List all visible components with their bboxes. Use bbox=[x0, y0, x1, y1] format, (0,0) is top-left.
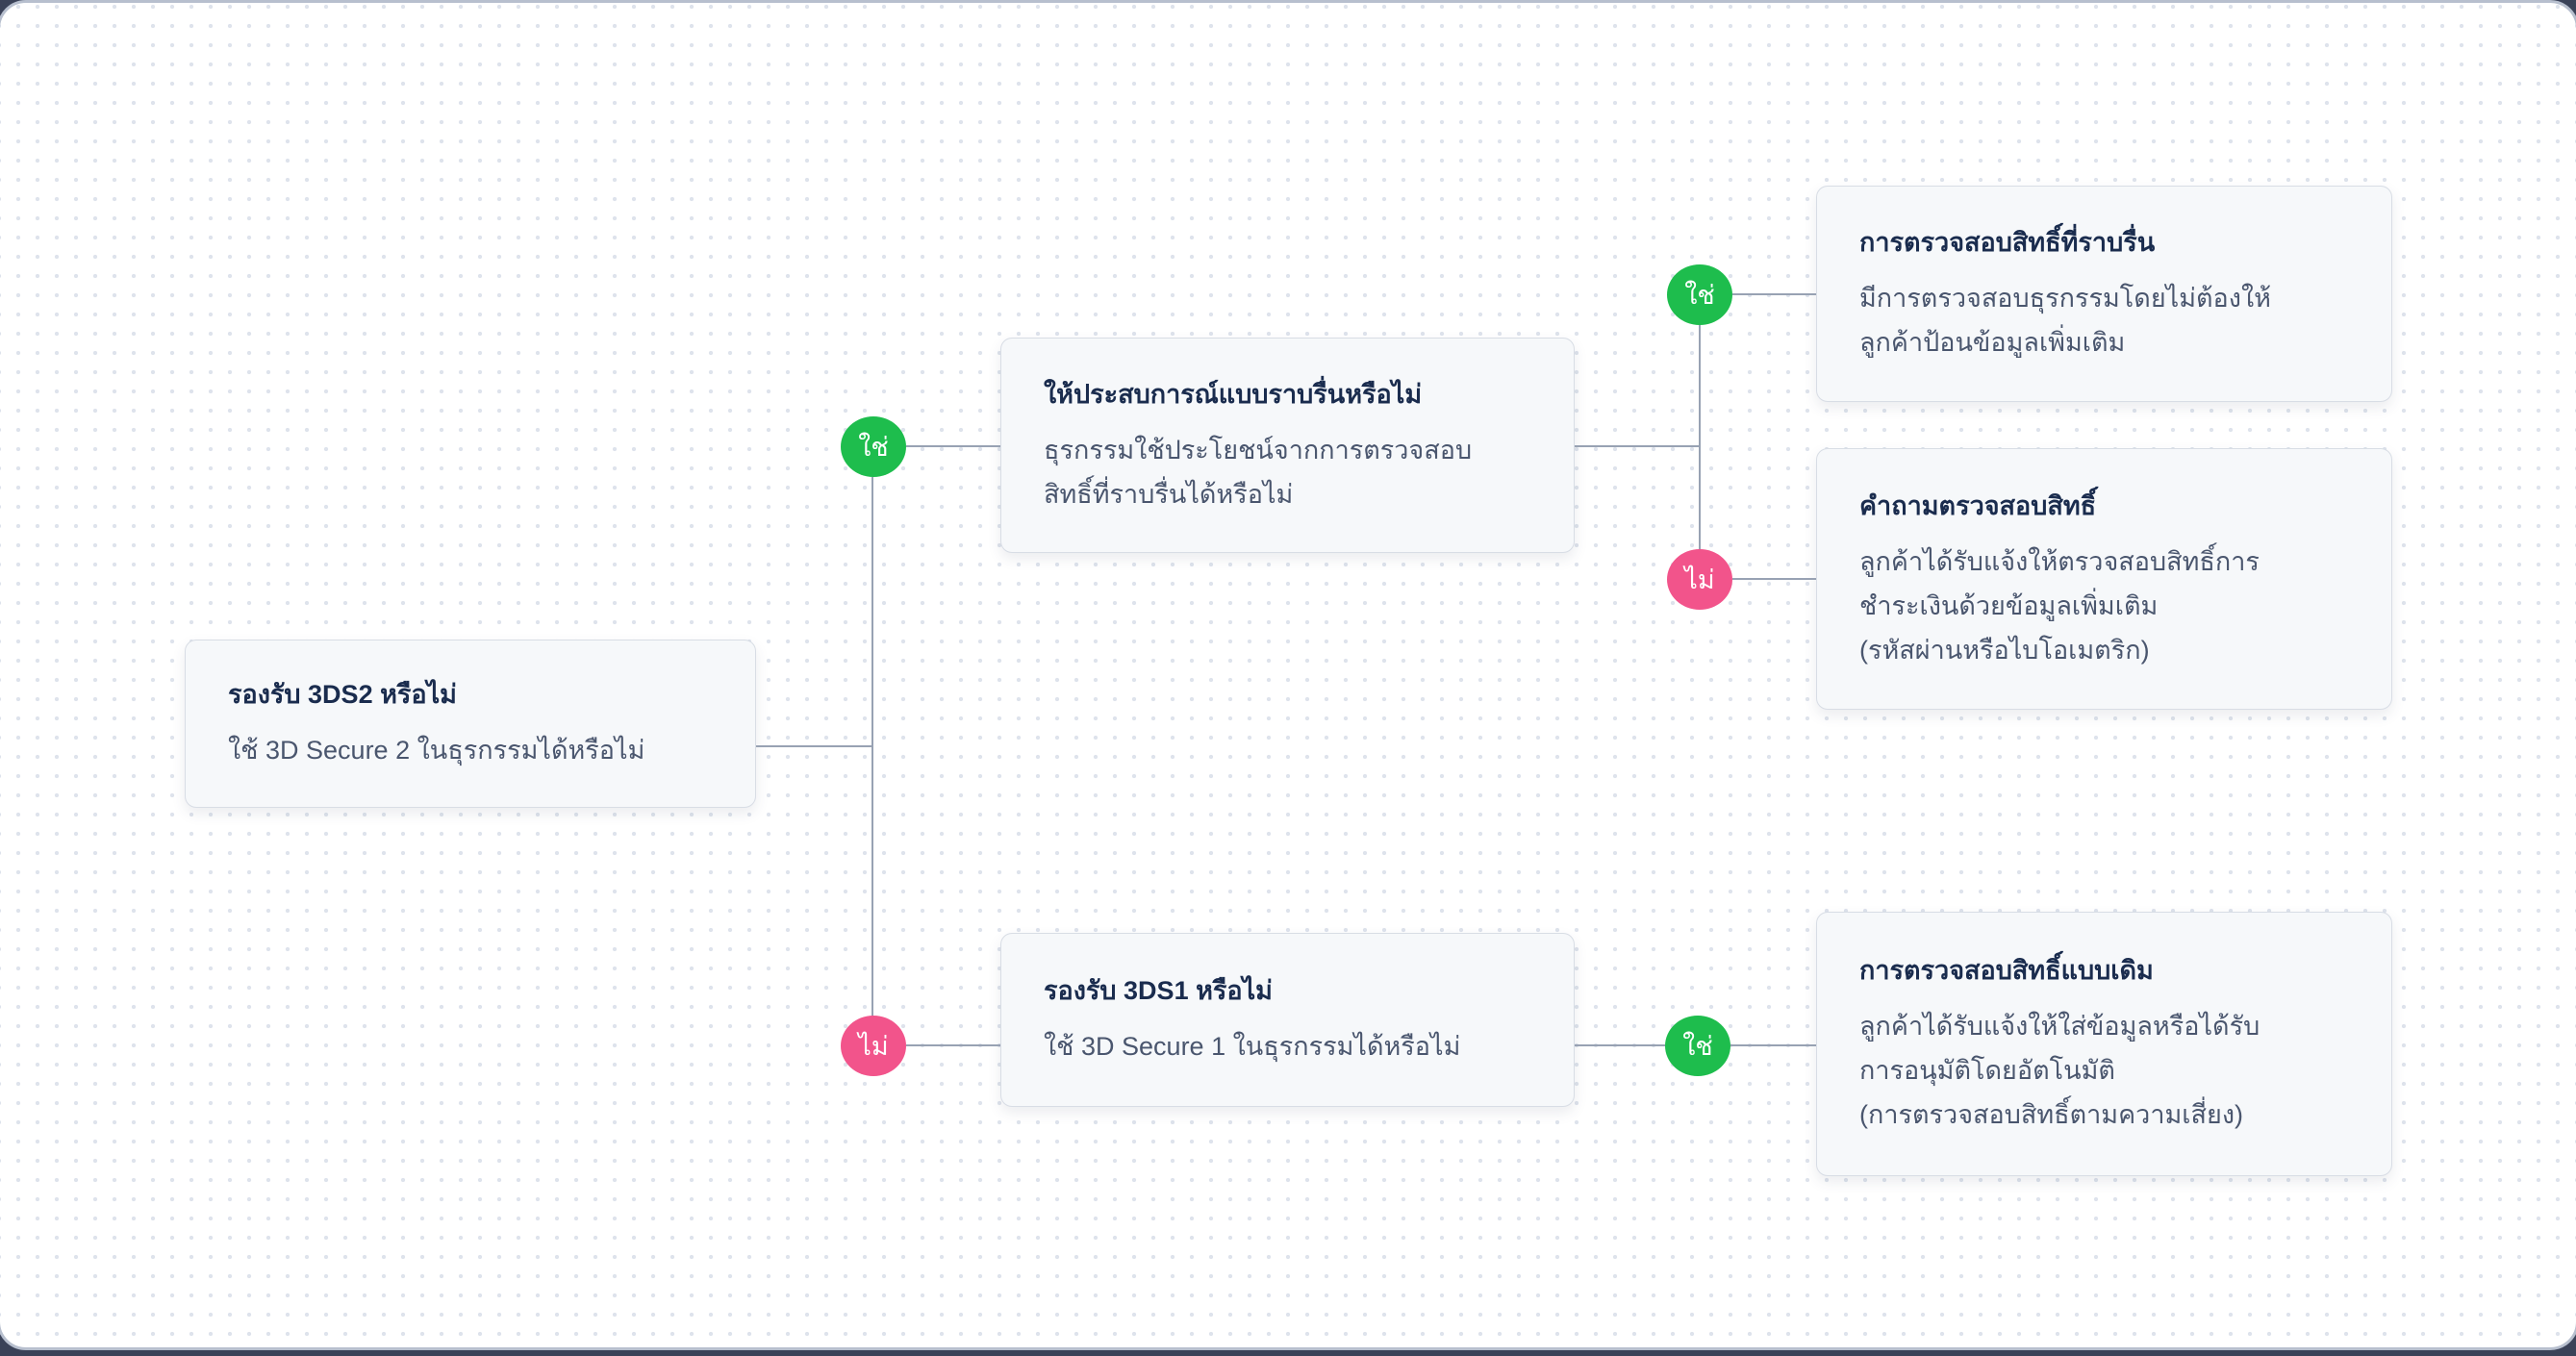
yes-badge: ใช่ bbox=[841, 416, 906, 477]
connector-split-vertical-right bbox=[1699, 325, 1701, 550]
node-frictionless-experience-question: ให้ประสบการณ์แบบราบรื่นหรือไม่ ธุรกรรมใช… bbox=[1000, 338, 1575, 553]
yes-badge: ใช่ bbox=[1667, 264, 1732, 325]
connector-split-vertical-left bbox=[871, 477, 873, 1017]
node-title: การตรวจสอบสิทธิ์ที่ราบรื่น bbox=[1859, 228, 2156, 257]
connector-yes3-to-traditional-auth bbox=[1730, 1044, 1816, 1046]
node-body: ธุรกรรมใช้ประโยชน์จากการตรวจสอบ สิทธิ์ที… bbox=[1044, 435, 1473, 509]
node-body: ลูกค้าได้รับแจ้งให้ตรวจสอบสิทธิ์การ ชำระ… bbox=[1859, 546, 2260, 665]
connector-frictionless-question-to-split bbox=[1575, 445, 1700, 447]
no-badge: ไม่ bbox=[1667, 549, 1732, 610]
node-title: รองรับ 3DS2 หรือไม่ bbox=[228, 680, 457, 709]
yes-badge: ใช่ bbox=[1665, 1016, 1730, 1076]
node-body: ลูกค้าได้รับแจ้งให้ใส่ข้อมูลหรือได้รับ ก… bbox=[1859, 1012, 2260, 1129]
node-title: การตรวจสอบสิทธิ์แบบเดิม bbox=[1859, 956, 2154, 985]
node-body: ใช้ 3D Secure 1 ในธุรกรรมได้หรือไม่ bbox=[1044, 1032, 1461, 1061]
node-body: มีการตรวจสอบธุรกรรมโดยไม่ต้องให้ ลูกค้าป… bbox=[1859, 284, 2271, 357]
node-frictionless-authentication-result: การตรวจสอบสิทธิ์ที่ราบรื่น มีการตรวจสอบธ… bbox=[1816, 186, 2392, 402]
connector-3ds1-question-to-yes3 bbox=[1575, 1044, 1665, 1046]
node-title: คำถามตรวจสอบสิทธิ์ bbox=[1859, 490, 2097, 520]
node-title: รองรับ 3DS1 หรือไม่ bbox=[1044, 976, 1273, 1005]
connector-no2-to-challenge-auth bbox=[1732, 578, 1816, 580]
connector-yes1-to-frictionless-question bbox=[906, 445, 1000, 447]
node-traditional-authentication-result: การตรวจสอบสิทธิ์แบบเดิม ลูกค้าได้รับแจ้ง… bbox=[1816, 912, 2392, 1176]
node-supports-3ds1-question: รองรับ 3DS1 หรือไม่ ใช้ 3D Secure 1 ในธุ… bbox=[1000, 933, 1575, 1107]
connector-yes2-to-frictionless-auth bbox=[1732, 293, 1816, 295]
node-challenge-authentication-result: คำถามตรวจสอบสิทธิ์ ลูกค้าได้รับแจ้งให้ตร… bbox=[1816, 448, 2392, 710]
connector-no1-to-3ds1-question bbox=[906, 1044, 1000, 1046]
no-badge: ไม่ bbox=[841, 1016, 906, 1076]
node-title: ให้ประสบการณ์แบบราบรื่นหรือไม่ bbox=[1044, 379, 1423, 409]
connector-3ds2-to-split bbox=[756, 745, 873, 747]
node-supports-3ds2-question: รองรับ 3DS2 หรือไม่ ใช้ 3D Secure 2 ในธุ… bbox=[185, 640, 756, 808]
node-body: ใช้ 3D Secure 2 ในธุรกรรมได้หรือไม่ bbox=[228, 736, 645, 765]
